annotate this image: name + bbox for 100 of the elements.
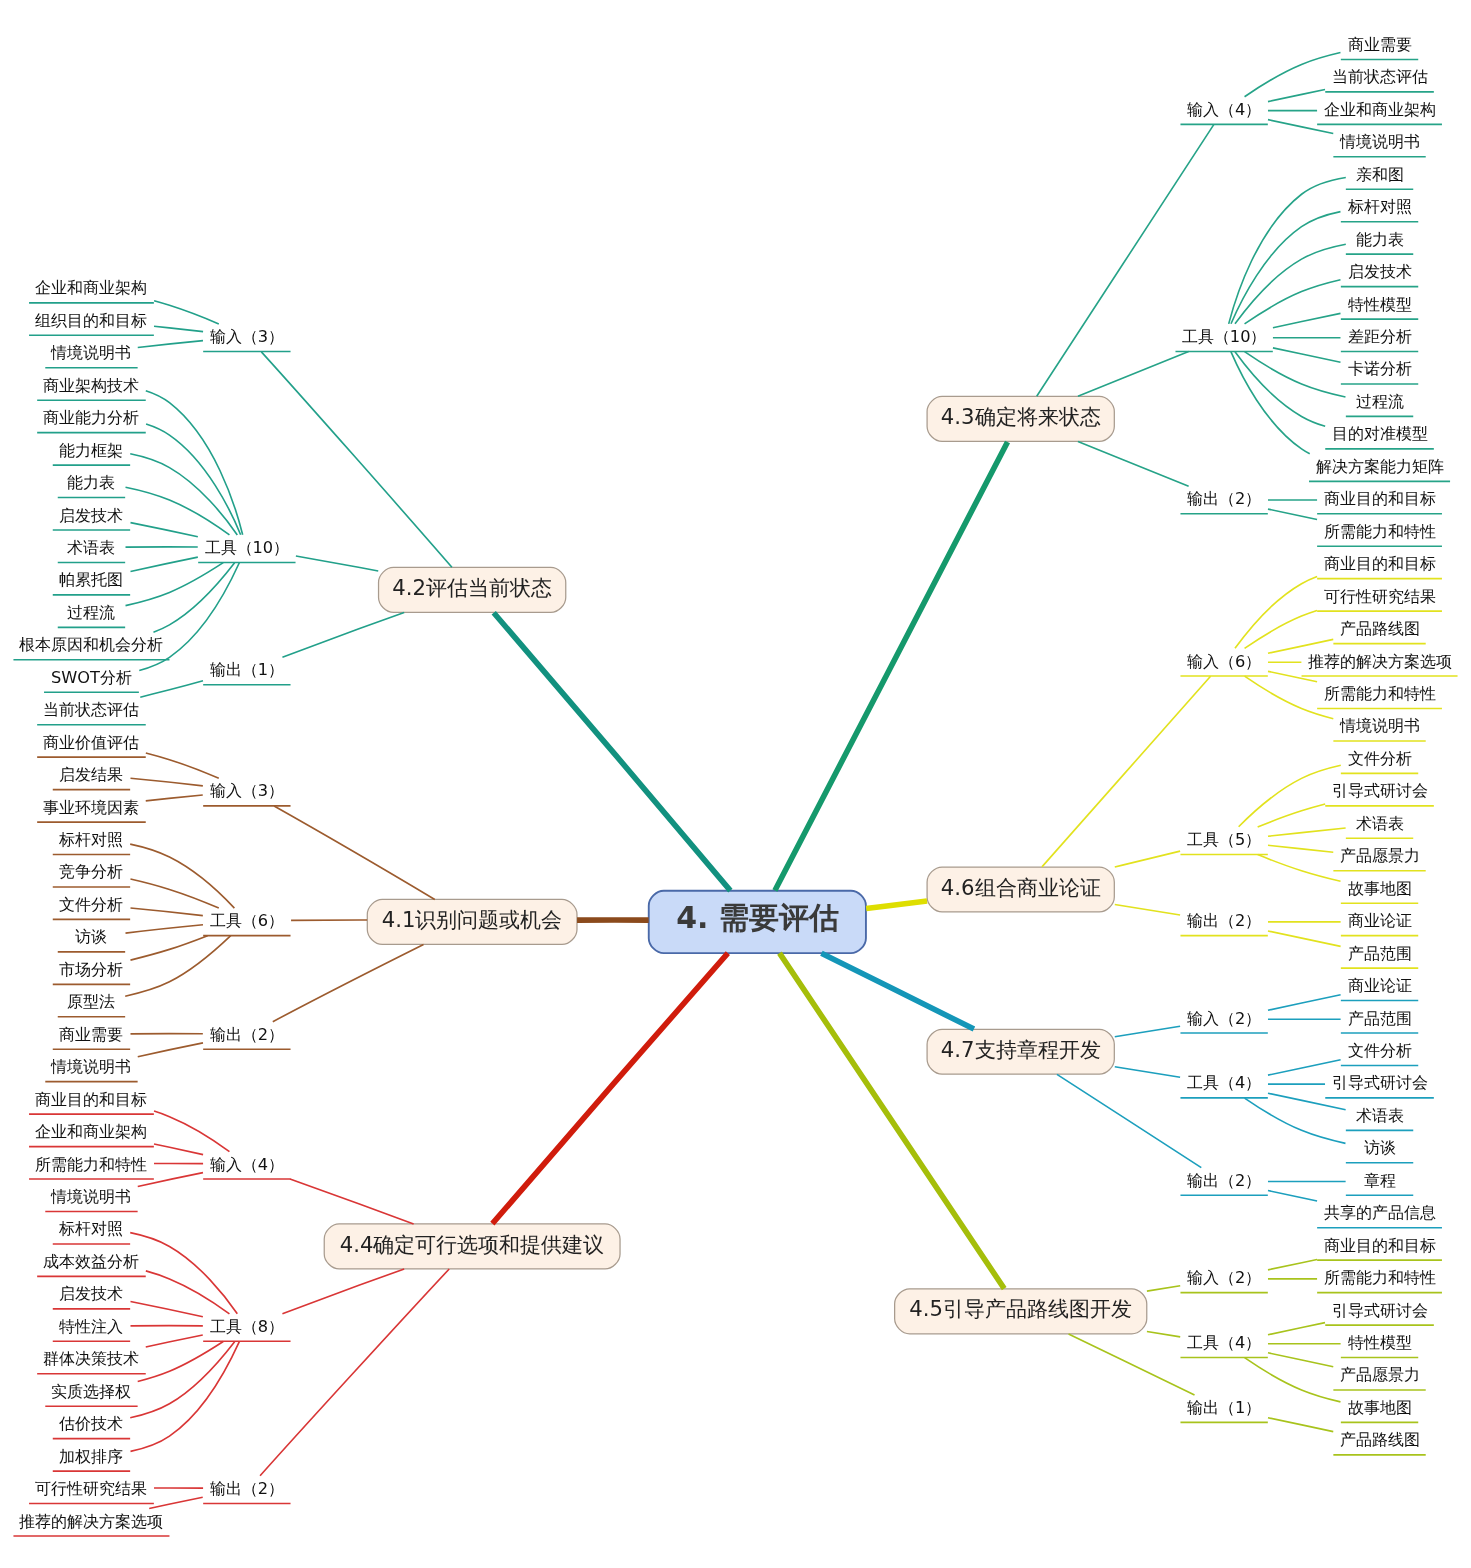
- connector: [1267, 930, 1342, 948]
- connector: [124, 486, 231, 536]
- node-text: 所需能力和特性: [1323, 521, 1436, 541]
- connector: [1267, 499, 1318, 501]
- node-text: 情境说明书: [1339, 132, 1420, 152]
- connector: [1243, 609, 1318, 650]
- node-text: 章程: [1363, 1170, 1396, 1190]
- connector: [136, 1042, 204, 1058]
- node-text: 群体决策技术: [43, 1349, 140, 1369]
- node-text: 输入（3）: [209, 327, 285, 347]
- connector: [1077, 440, 1190, 488]
- node-text: 输出（1）: [1186, 1397, 1262, 1417]
- node-text: 特性模型: [1347, 1333, 1412, 1353]
- node-text: 当前状态评估: [1331, 67, 1428, 87]
- node-text: 输入（4）: [1186, 99, 1262, 119]
- node-text: 引导式研讨会: [1331, 1073, 1428, 1093]
- node-box: 4.4确定可行选项和提供建议: [323, 1223, 621, 1270]
- node-text: 产品愿景力: [1339, 1365, 1420, 1385]
- node-text: 能力框架: [59, 440, 124, 460]
- node-text: 商业目的和目标: [1323, 489, 1436, 509]
- node-box: 4.1识别问题或机会: [366, 898, 578, 945]
- connector: [129, 556, 199, 573]
- connector: [129, 907, 204, 917]
- connector: [1267, 921, 1342, 923]
- node-box: 4.7支持章程开发: [926, 1028, 1115, 1075]
- connector: [1267, 88, 1326, 103]
- connector: [259, 1268, 450, 1477]
- connector: [1113, 1065, 1181, 1079]
- node-text: 输出（1）: [209, 660, 285, 680]
- connector: [1267, 1083, 1326, 1085]
- connector: [153, 1110, 231, 1153]
- connector: [139, 679, 204, 698]
- node-box: 4.6组合商业论证: [926, 866, 1115, 913]
- node-text: 解决方案能力矩阵: [1315, 456, 1444, 476]
- connector: [124, 934, 232, 997]
- connector: [1267, 1343, 1342, 1345]
- connector: [1035, 123, 1215, 398]
- node-text: 工具（5）: [1186, 830, 1262, 850]
- node-text: 特性注入: [59, 1316, 124, 1336]
- node-text: 标杆对照: [59, 1219, 124, 1239]
- connector: [144, 794, 204, 802]
- connector: [129, 1300, 204, 1318]
- node-text: 成本效益分析: [43, 1251, 140, 1271]
- node-text: 输入（2）: [1186, 1268, 1262, 1288]
- connector: [1267, 1321, 1326, 1336]
- connector: [281, 611, 405, 658]
- connector: [1272, 337, 1342, 339]
- node-text: 输出（2）: [1186, 911, 1262, 931]
- connector: [1234, 575, 1318, 650]
- node-text: 情境说明书: [51, 1187, 132, 1206]
- connector: [1267, 118, 1335, 135]
- node-text: 目的对准模型: [1331, 424, 1428, 444]
- node-text: 估价技术: [59, 1414, 124, 1434]
- node-text: 商业需要: [59, 1024, 124, 1044]
- node-text: 竞争分析: [59, 862, 124, 882]
- node-text: 原型法: [67, 992, 116, 1012]
- node-text: 输入（2）: [1186, 1008, 1262, 1028]
- node-text: 特性模型: [1347, 294, 1412, 314]
- node-text: 可行性研究结果: [1323, 586, 1436, 606]
- connector: [777, 951, 1007, 1291]
- connector: [1272, 347, 1342, 363]
- connector: [136, 339, 204, 349]
- connector: [1041, 675, 1212, 868]
- node-text: 商业论证: [1347, 911, 1412, 931]
- connector: [1077, 350, 1190, 398]
- node-text: 输出（2）: [209, 1024, 285, 1044]
- node-text: 差距分析: [1347, 327, 1412, 347]
- node-text: 当前状态评估: [43, 700, 140, 720]
- connector: [124, 546, 199, 548]
- node-text: 工具（4）: [1186, 1333, 1262, 1353]
- node-text: 输入（3）: [209, 781, 285, 801]
- connector: [1267, 994, 1342, 1012]
- node-text: 输出（2）: [1186, 489, 1262, 509]
- node-text: 商业需要: [1347, 34, 1412, 54]
- connector: [1267, 1258, 1318, 1271]
- connector: [129, 1340, 241, 1453]
- connector: [1243, 350, 1347, 398]
- connector: [1267, 1352, 1335, 1368]
- node-text: 工具（8）: [209, 1316, 285, 1336]
- node-text: 过程流: [1355, 391, 1404, 411]
- connector: [1113, 903, 1181, 916]
- node-text: 企业和商业架构: [35, 1122, 148, 1142]
- connector: [153, 1162, 204, 1165]
- node-text: 输出（2）: [1186, 1170, 1262, 1190]
- connector: [1267, 109, 1318, 112]
- node-text: 访谈: [1363, 1138, 1396, 1158]
- connector: [577, 917, 649, 923]
- node-text: 加权排序: [59, 1446, 124, 1466]
- node-text: 启发技术: [59, 505, 124, 525]
- connector: [1067, 1333, 1196, 1396]
- node-text: 标杆对照: [1347, 197, 1412, 217]
- connector: [145, 423, 242, 536]
- connector: [124, 923, 204, 934]
- connector: [144, 1334, 204, 1348]
- connector: [138, 561, 241, 672]
- connector: [1256, 853, 1342, 883]
- connector: [145, 752, 220, 780]
- node-text: 能力表: [67, 473, 116, 493]
- node-text: 共享的产品信息: [1323, 1203, 1436, 1223]
- node-text: 事业环境因素: [43, 797, 140, 817]
